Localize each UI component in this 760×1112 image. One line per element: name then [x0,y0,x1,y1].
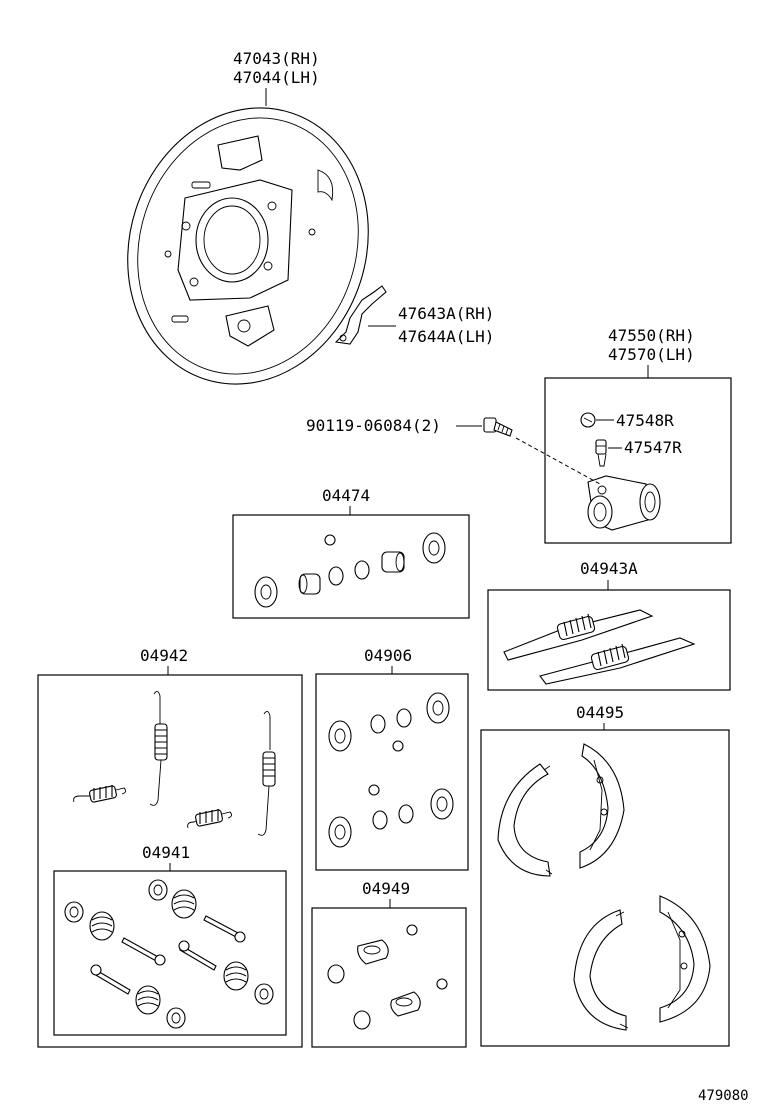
label-spring-kit[interactable]: 04942 [140,646,188,665]
label-backing-plate-rh[interactable]: 47043(RH) [233,49,320,68]
label-hold-down-kit[interactable]: 04941 [142,843,190,862]
repair-kit-box [315,673,469,871]
adjuster-kit-box [487,589,731,691]
repair-kit-parts[interactable] [328,692,454,848]
label-bleeder-plug[interactable]: 47547R [624,438,682,457]
hold-down-kit-box [53,870,287,1036]
cup-kit-box [311,907,467,1048]
bolt-part[interactable] [483,417,513,437]
label-cylinder-rh[interactable]: 47550(RH) [608,326,695,345]
hold-down-kit-parts[interactable] [64,879,274,1029]
cup-kit-parts[interactable] [327,924,448,1030]
label-adjuster-kit[interactable]: 04943A [580,559,638,578]
diagram-number: 479080 [698,1088,749,1104]
shoe-kit-parts[interactable] [497,743,711,1031]
backing-plate-part[interactable] [93,76,404,415]
bleeder-plug-part[interactable] [595,439,607,467]
cylinder-kit-box [232,514,470,619]
adjuster-kit-parts[interactable] [503,609,696,685]
dashed-bolt-line [515,437,601,485]
label-cup-kit[interactable]: 04949 [362,879,410,898]
bleeder-cap-part[interactable] [580,412,596,428]
label-repair-kit[interactable]: 04906 [364,646,412,665]
label-bleeder-cap[interactable]: 47548R [616,411,674,430]
label-lever-rh[interactable]: 47643A(RH) [398,304,494,323]
label-cylinder-lh[interactable]: 47570(LH) [608,345,695,364]
lever-part[interactable] [334,285,387,345]
shoe-kit-box [480,729,730,1047]
label-backing-plate-lh[interactable]: 47044(LH) [233,68,320,87]
spring-kit-box [37,674,303,1048]
label-bolt[interactable]: 90119-06084(2) [306,416,441,435]
spring-kit-parts[interactable] [73,691,276,836]
cylinder-box [544,377,732,544]
label-lever-lh[interactable]: 47644A(LH) [398,327,494,346]
cylinder-kit-parts[interactable] [254,532,446,608]
label-cylinder-kit[interactable]: 04474 [322,486,370,505]
wheel-cylinder-part[interactable] [587,475,661,531]
label-shoe-kit[interactable]: 04495 [576,703,624,722]
